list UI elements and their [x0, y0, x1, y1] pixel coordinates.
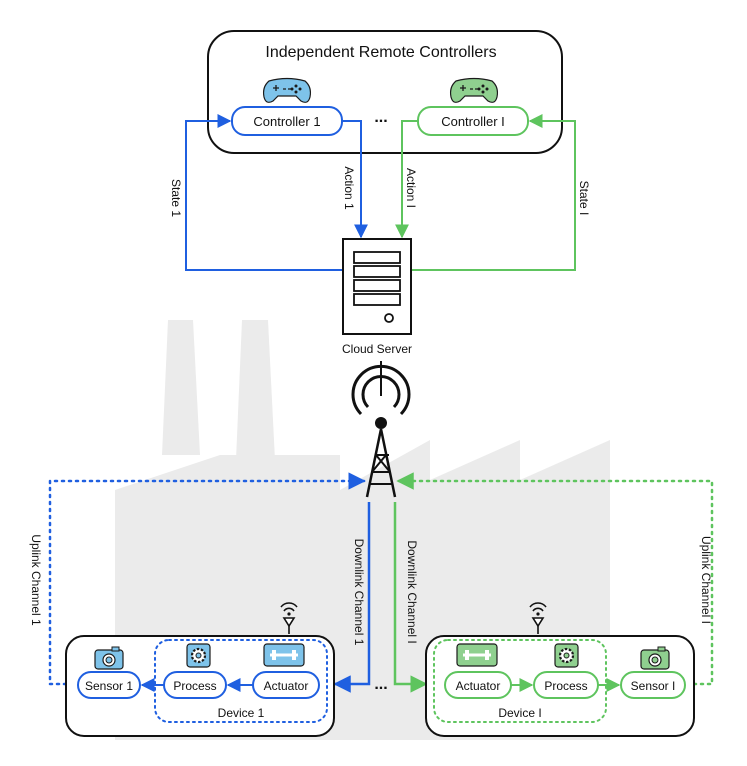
uplink-1-label: Uplink Channel 1 — [29, 534, 43, 626]
server-icon — [342, 238, 412, 335]
sensor-i-box — [620, 671, 686, 699]
device-i-label: Device I — [498, 706, 541, 720]
gear-icon — [554, 643, 579, 668]
device-1-label: Device 1 — [218, 706, 265, 720]
controller-1-label: Controller 1 — [253, 114, 320, 129]
state-1-link — [185, 114, 343, 271]
sensor-1-box — [77, 671, 141, 699]
uplink-i-label: Uplink Channel I — [699, 536, 713, 624]
controllers-ellipsis: ... — [374, 109, 387, 126]
state-i-link — [410, 114, 576, 271]
camera-icon — [94, 646, 124, 670]
action-1-link — [342, 120, 368, 239]
wifi-icon — [280, 602, 298, 634]
controllers-title: Independent Remote Controllers — [265, 44, 496, 61]
action-i-label: Action I — [404, 168, 418, 208]
uplink-i-link — [396, 472, 714, 686]
controller-i-label: Controller I — [441, 114, 505, 129]
downlink-i-link — [393, 502, 428, 693]
actuator-1-label: Actuator — [264, 679, 309, 693]
devices-ellipsis: ... — [374, 676, 387, 693]
gear-icon — [186, 643, 211, 668]
downlink-1-label: Downlink Channel 1 — [352, 539, 366, 646]
process-i-label: Process — [544, 679, 587, 693]
actuator-icon — [263, 643, 305, 667]
action-1-label: Action 1 — [342, 166, 356, 210]
device-1-boundary — [154, 639, 328, 723]
state-1-label: State 1 — [169, 179, 183, 217]
device-i-boundary — [433, 639, 607, 723]
cloud-server-label: Cloud Server — [342, 342, 412, 356]
process-1-label: Process — [173, 679, 216, 693]
gamepad-icon — [449, 77, 499, 103]
state-i-label: State I — [577, 181, 591, 216]
gamepad-icon — [262, 77, 312, 103]
wifi-icon — [529, 602, 547, 634]
sensor-1-label: Sensor 1 — [85, 679, 133, 693]
actuator-i-label: Actuator — [456, 679, 501, 693]
actuator-icon — [456, 643, 498, 667]
uplink-1-link — [48, 472, 366, 686]
downlink-1-link — [333, 502, 371, 693]
camera-icon — [640, 646, 670, 670]
sensor-i-label: Sensor I — [631, 679, 676, 693]
downlink-i-label: Downlink Channel I — [405, 540, 419, 643]
action-i-link — [395, 120, 418, 239]
antenna-tower-icon — [351, 364, 411, 498]
